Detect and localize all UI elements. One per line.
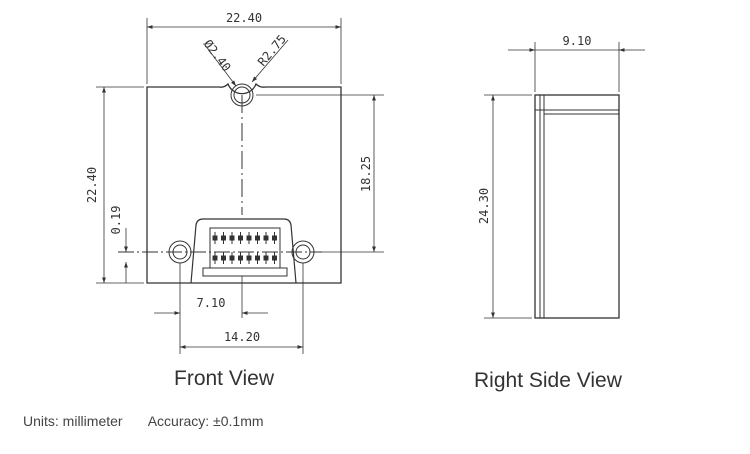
front-view — [96, 18, 384, 354]
connector-pin-contact — [221, 255, 226, 261]
front-body-outline — [146, 82, 342, 284]
connector-pin-contact — [238, 255, 243, 261]
connector-pin-contact — [221, 235, 226, 241]
dim-hole-height: 18.25 — [359, 156, 373, 192]
footer: Units: millimeter Accuracy: ±0.1mm — [23, 413, 286, 429]
dim-overall-height: 22.40 — [85, 167, 99, 203]
dim-hole-offset: 0.19 — [109, 206, 123, 235]
connector-pin-contact — [255, 235, 260, 241]
side-body-outline — [534, 94, 620, 319]
dim-side-depth: 9.10 — [563, 34, 592, 48]
connector — [190, 218, 297, 284]
connector-pin-contact — [212, 235, 218, 241]
connector-pin-contact — [263, 235, 269, 241]
side-view-caption: Right Side View — [474, 369, 622, 392]
connector-pin-contact — [238, 235, 243, 241]
dim-overall-width: 22.40 — [226, 11, 262, 25]
connector-pin-contact — [246, 235, 252, 241]
connector-pin-contact — [263, 255, 269, 261]
connector-pin-contact — [229, 235, 235, 241]
units-note: Units: millimeter — [23, 413, 123, 429]
dim-side-height: 24.30 — [477, 188, 491, 224]
connector-pin-contact — [272, 235, 277, 241]
connector-pin-contact — [229, 255, 235, 261]
connector-pin-contact — [246, 255, 252, 261]
side-view — [484, 42, 645, 319]
dim-half-hole-spacing: 7.10 — [197, 296, 226, 310]
dim-hole-diameter: Ø2.40 — [201, 37, 234, 74]
dim-notch-radius: R2.75 — [255, 32, 289, 69]
connector-pin-contact — [272, 255, 277, 261]
connector-pin-contact — [255, 255, 260, 261]
accuracy-note: Accuracy: ±0.1mm — [147, 413, 264, 429]
dim-hole-spacing: 14.20 — [224, 330, 260, 344]
front-view-caption: Front View — [174, 367, 274, 390]
connector-pin-contact — [212, 255, 218, 261]
